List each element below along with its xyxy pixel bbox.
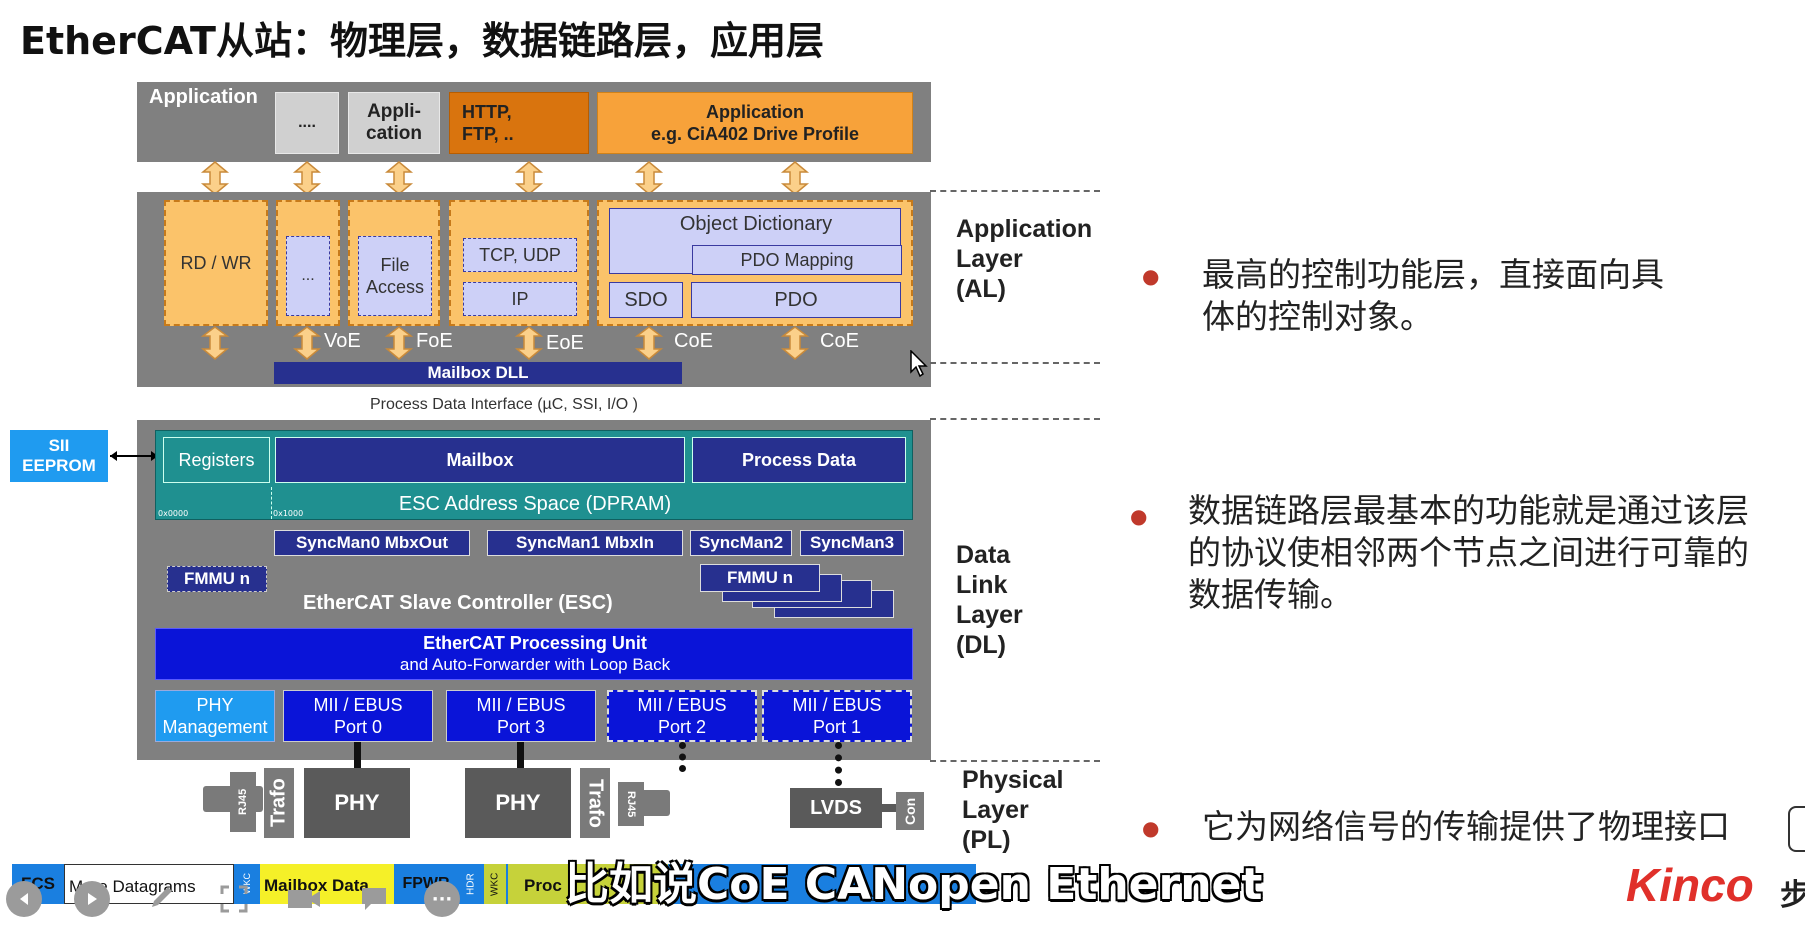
frame-hdr: HDR bbox=[460, 864, 482, 904]
bullet-pl: 它为网络信号的传输提供了物理接口 bbox=[1202, 807, 1730, 846]
arrow-icon bbox=[780, 161, 810, 195]
sdo-box: SDO bbox=[609, 282, 683, 318]
addr-0000-label: 0x0000 bbox=[158, 509, 189, 518]
frame-wkc-2: WKC bbox=[484, 864, 506, 904]
addr-1000-label: 0x1000 bbox=[273, 509, 304, 518]
rj45-right-plug bbox=[640, 790, 670, 816]
phy-right: PHY bbox=[465, 768, 571, 838]
eoe-label: EoE bbox=[546, 332, 584, 354]
trafo-left: Trafo bbox=[264, 768, 294, 838]
object-dictionary-label: Object Dictionary bbox=[679, 213, 833, 235]
sii-eeprom-box: SII EEPROM bbox=[10, 430, 108, 482]
app-box-application: Appli- cation bbox=[348, 92, 440, 154]
syncman2-box: SyncMan2 bbox=[690, 530, 792, 556]
camera-icon[interactable] bbox=[284, 881, 324, 917]
pdi-label: Process Data Interface (µC, SSI, I/O ) bbox=[370, 396, 638, 413]
lvds-box: LVDS bbox=[790, 788, 882, 828]
mailbox-box: Mailbox bbox=[275, 437, 685, 483]
arrow-icon bbox=[200, 326, 230, 360]
logo-suffix: 步 bbox=[1780, 878, 1805, 913]
processing-unit-line1: EtherCAT Processing Unit bbox=[423, 633, 647, 653]
syncman1-box: SyncMan1 MbxIn bbox=[487, 530, 683, 556]
al-layer-label: Application Layer (AL) bbox=[956, 215, 1093, 303]
bullet-dot-icon: ● bbox=[1142, 264, 1160, 288]
port0-box: MII / EBUS Port 0 bbox=[283, 690, 433, 742]
voe-label: VoE bbox=[324, 330, 361, 352]
port1-box: MII / EBUS Port 1 bbox=[762, 690, 912, 742]
object-dictionary-box: Object Dictionary PDO Mapping bbox=[609, 208, 902, 275]
address-space-label: ESC Address Space (DPRAM) bbox=[398, 493, 672, 515]
al-rdwr-box: RD / WR bbox=[164, 200, 268, 326]
trafo-right: Trafo bbox=[580, 768, 610, 838]
port2-box: MII / EBUS Port 2 bbox=[607, 690, 757, 742]
arrow-icon bbox=[514, 161, 544, 195]
al-foe-box: File Access bbox=[348, 200, 440, 326]
page-title: EtherCAT从站：物理层，数据链路层，应用层 bbox=[20, 19, 824, 63]
bullet-dot-icon: ● bbox=[1130, 504, 1148, 528]
app-box-http: HTTP, FTP, .. bbox=[449, 92, 589, 154]
bullet-dot-icon: ● bbox=[1142, 816, 1160, 840]
syncman0-box: SyncMan0 MbxOut bbox=[274, 530, 470, 556]
arrow-icon bbox=[634, 161, 664, 195]
frame-proc: Proc bbox=[508, 864, 668, 904]
rj45-left: RJ45 bbox=[230, 772, 256, 832]
arrow-icon bbox=[514, 326, 544, 360]
mailbox-dll-bar: Mailbox DLL bbox=[274, 362, 682, 384]
coe-label-1: CoE bbox=[674, 330, 713, 352]
play-icon[interactable] bbox=[74, 881, 110, 917]
arrow-icon bbox=[292, 161, 322, 195]
mouse-cursor-icon bbox=[910, 350, 928, 378]
pen-icon[interactable] bbox=[146, 881, 178, 913]
al-eoe-box: TCP, UDP IP bbox=[449, 200, 589, 326]
al-voe-inner: ... bbox=[286, 236, 330, 316]
bullet-al: 最高的控制功能层，直接面向具 体的控制对象。 bbox=[1202, 255, 1664, 336]
al-coe-box: Object Dictionary PDO Mapping SDO PDO bbox=[597, 200, 913, 326]
arrow-icon bbox=[384, 326, 414, 360]
fmmu-n-box: FMMU n bbox=[167, 566, 267, 592]
sii-arrow-icon bbox=[110, 451, 158, 461]
esc-address-space: Registers Mailbox Process Data 0x0000 0x… bbox=[155, 430, 913, 520]
file-access-box: File Access bbox=[358, 236, 432, 316]
app-box-cia402: Application e.g. CiA402 Drive Profile bbox=[597, 92, 913, 154]
dl-layer-label: Data Link Layer (DL) bbox=[956, 541, 1023, 659]
frame-mailbox-data: Mailbox Data bbox=[260, 864, 394, 904]
video-subtitle: 比如说CoE CANopen Ethernet bbox=[565, 859, 1263, 910]
pdo-mapping-box: PDO Mapping bbox=[692, 245, 902, 275]
rj45-right: RJ45 bbox=[618, 782, 644, 826]
arrow-icon bbox=[292, 326, 322, 360]
esc-label: EtherCAT Slave Controller (ESC) bbox=[303, 592, 613, 614]
registers-box: Registers bbox=[163, 437, 270, 483]
tcp-udp-box: TCP, UDP bbox=[463, 238, 577, 272]
process-data-box: Process Data bbox=[692, 437, 906, 483]
pdo-box: PDO bbox=[691, 282, 901, 318]
more-options-icon[interactable]: ··· bbox=[424, 881, 460, 917]
arrow-icon bbox=[384, 161, 414, 195]
pl-layer-label: Physical Layer (PL) bbox=[962, 766, 1064, 854]
application-label: Application bbox=[149, 86, 258, 108]
bullet-dl: 数据链路层最基本的功能就是通过该层 的协议使相邻两个节点之间进行可靠的 数据传输… bbox=[1188, 491, 1749, 614]
app-al-arrows bbox=[200, 161, 810, 195]
arrow-icon bbox=[200, 161, 230, 195]
crop-icon[interactable] bbox=[216, 881, 252, 917]
processing-unit-box: EtherCAT Processing Unit and Auto-Forwar… bbox=[155, 628, 913, 680]
al-bottom-arrows bbox=[200, 326, 810, 360]
syncman3-box: SyncMan3 bbox=[800, 530, 904, 556]
port3-box: MII / EBUS Port 3 bbox=[446, 690, 596, 742]
processing-unit-line2: and Auto-Forwarder with Loop Back bbox=[399, 655, 671, 674]
foe-label: FoE bbox=[416, 330, 453, 352]
con-box: Con bbox=[896, 792, 924, 830]
prev-icon[interactable] bbox=[6, 881, 42, 917]
arrow-icon bbox=[634, 326, 664, 360]
coe-label-2: CoE bbox=[820, 330, 859, 352]
kinco-logo: Kinco bbox=[1626, 859, 1754, 911]
ip-box: IP bbox=[463, 282, 577, 316]
comment-icon[interactable] bbox=[356, 881, 392, 917]
arrow-icon bbox=[780, 326, 810, 360]
fmmu-stack-1: FMMU n bbox=[700, 564, 820, 592]
al-voe-box: ... bbox=[276, 200, 340, 326]
phy-left: PHY bbox=[304, 768, 410, 838]
app-box-dots: .... bbox=[275, 92, 339, 154]
phy-management-box: PHY Management bbox=[155, 690, 275, 742]
